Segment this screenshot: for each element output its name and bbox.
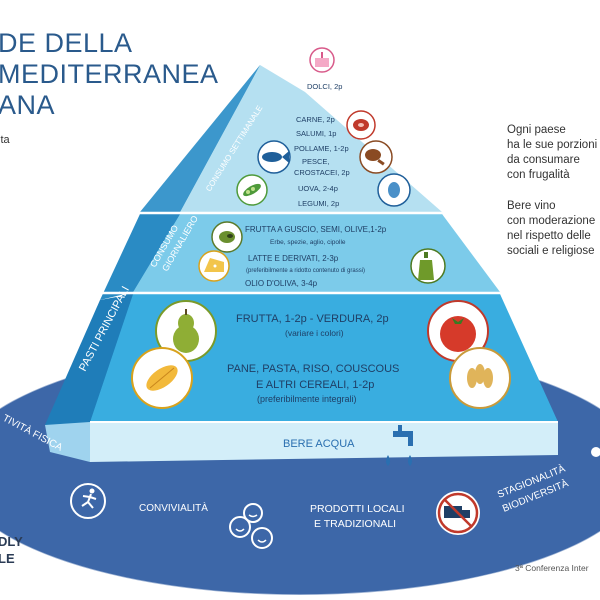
meat-icon [346,110,376,140]
label-legumi: LEGUMI, 2p [298,199,339,208]
title-line-2: MEDITERRANEA [0,59,219,89]
right-note-line: da consumare [507,154,580,166]
peas-icon [236,174,268,206]
running-person-icon [70,483,106,519]
right-note-wine: Bere vino con moderazione nel rispetto d… [507,199,595,259]
label-pesce: PESCE, [302,157,330,166]
right-note-line: ha le sue porzioni [507,139,598,151]
label-convivialita: CONVIVIALITÀ [139,501,208,514]
right-note-line: con moderazione [507,215,596,227]
label-integrali: (preferibilmente integrali) [257,394,357,404]
right-note-line: con frugalità [507,169,570,181]
label-cereali: E ALTRI CEREALI, 1-2p [256,379,374,391]
tomato-icon [427,300,489,362]
right-note-line: Bere vino [507,200,556,212]
label-crostacei: CROSTACEI, 2p [294,168,350,177]
sun-icon [591,447,600,457]
label-erbe: Erbe, spezie, aglio, cipolle [270,239,346,246]
wheat-icon [449,347,511,409]
label-pollame: POLLAME, 1-2p [294,144,349,153]
water-tap-icon [386,425,413,466]
left-fragment-top: lta [0,134,10,146]
title-line-1: DE DELLA [0,28,133,58]
right-note-portions: Ogni paese ha le sue porzioni da consuma… [507,123,597,183]
olive-icon [211,221,243,253]
oil-bottle-icon [410,248,446,284]
label-olio: OLIO D'OLIVA, 3-4p [245,279,318,288]
left-fragment-bottom-2: LE [0,551,15,566]
title-line-3: ANA [0,90,56,120]
label-carne: CARNE, 2p [296,115,335,124]
right-note-line: nel rispetto delle [507,230,591,242]
label-variare: (variare i colori) [285,328,344,338]
page-title: DE DELLA MEDITERRANEA ANA [0,28,219,121]
chicken-leg-icon [359,140,393,174]
fish-icon [257,140,291,174]
label-bere-acqua: BERE ACQUA [283,438,355,450]
label-latte-note: (preferibilmente a ridotto contenuto di … [246,268,365,274]
right-note-line: Ogni paese [507,124,566,136]
footnote: 3ª Conferenza Inter [515,563,589,573]
egg-icon [377,173,411,207]
tier-base [90,422,558,462]
label-tradizionali: E TRADIZIONALI [314,518,396,530]
smiley-faces-icon [229,503,273,549]
label-salumi: SALUMI, 1p [296,129,336,138]
left-fragment-bottom: DLY LE [0,533,23,567]
tier-top [180,65,442,212]
left-fragment-bottom-1: DLY [0,534,23,549]
label-uova: UOVA, 2-4p [298,184,338,193]
label-frutta-verdura: FRUTTA, 1-2p - VERDURA, 2p [236,313,389,325]
label-prodotti-locali: PRODOTTI LOCALI [310,503,405,515]
label-frutta-guscio: FRUTTA A GUSCIO, SEMI, OLIVE,1-2p [245,225,387,234]
corn-icon [131,347,193,409]
cake-icon [309,47,335,73]
no-truck-icon [436,491,480,535]
cheese-icon [198,250,230,282]
label-dolci: DOLCI, 2p [307,82,342,91]
pear-icon [155,300,217,362]
right-note-line: sociali e religiose [507,245,595,257]
label-pane: PANE, PASTA, RISO, COUSCOUS [227,363,399,375]
label-latte: LATTE E DERIVATI, 2-3p [248,254,339,263]
